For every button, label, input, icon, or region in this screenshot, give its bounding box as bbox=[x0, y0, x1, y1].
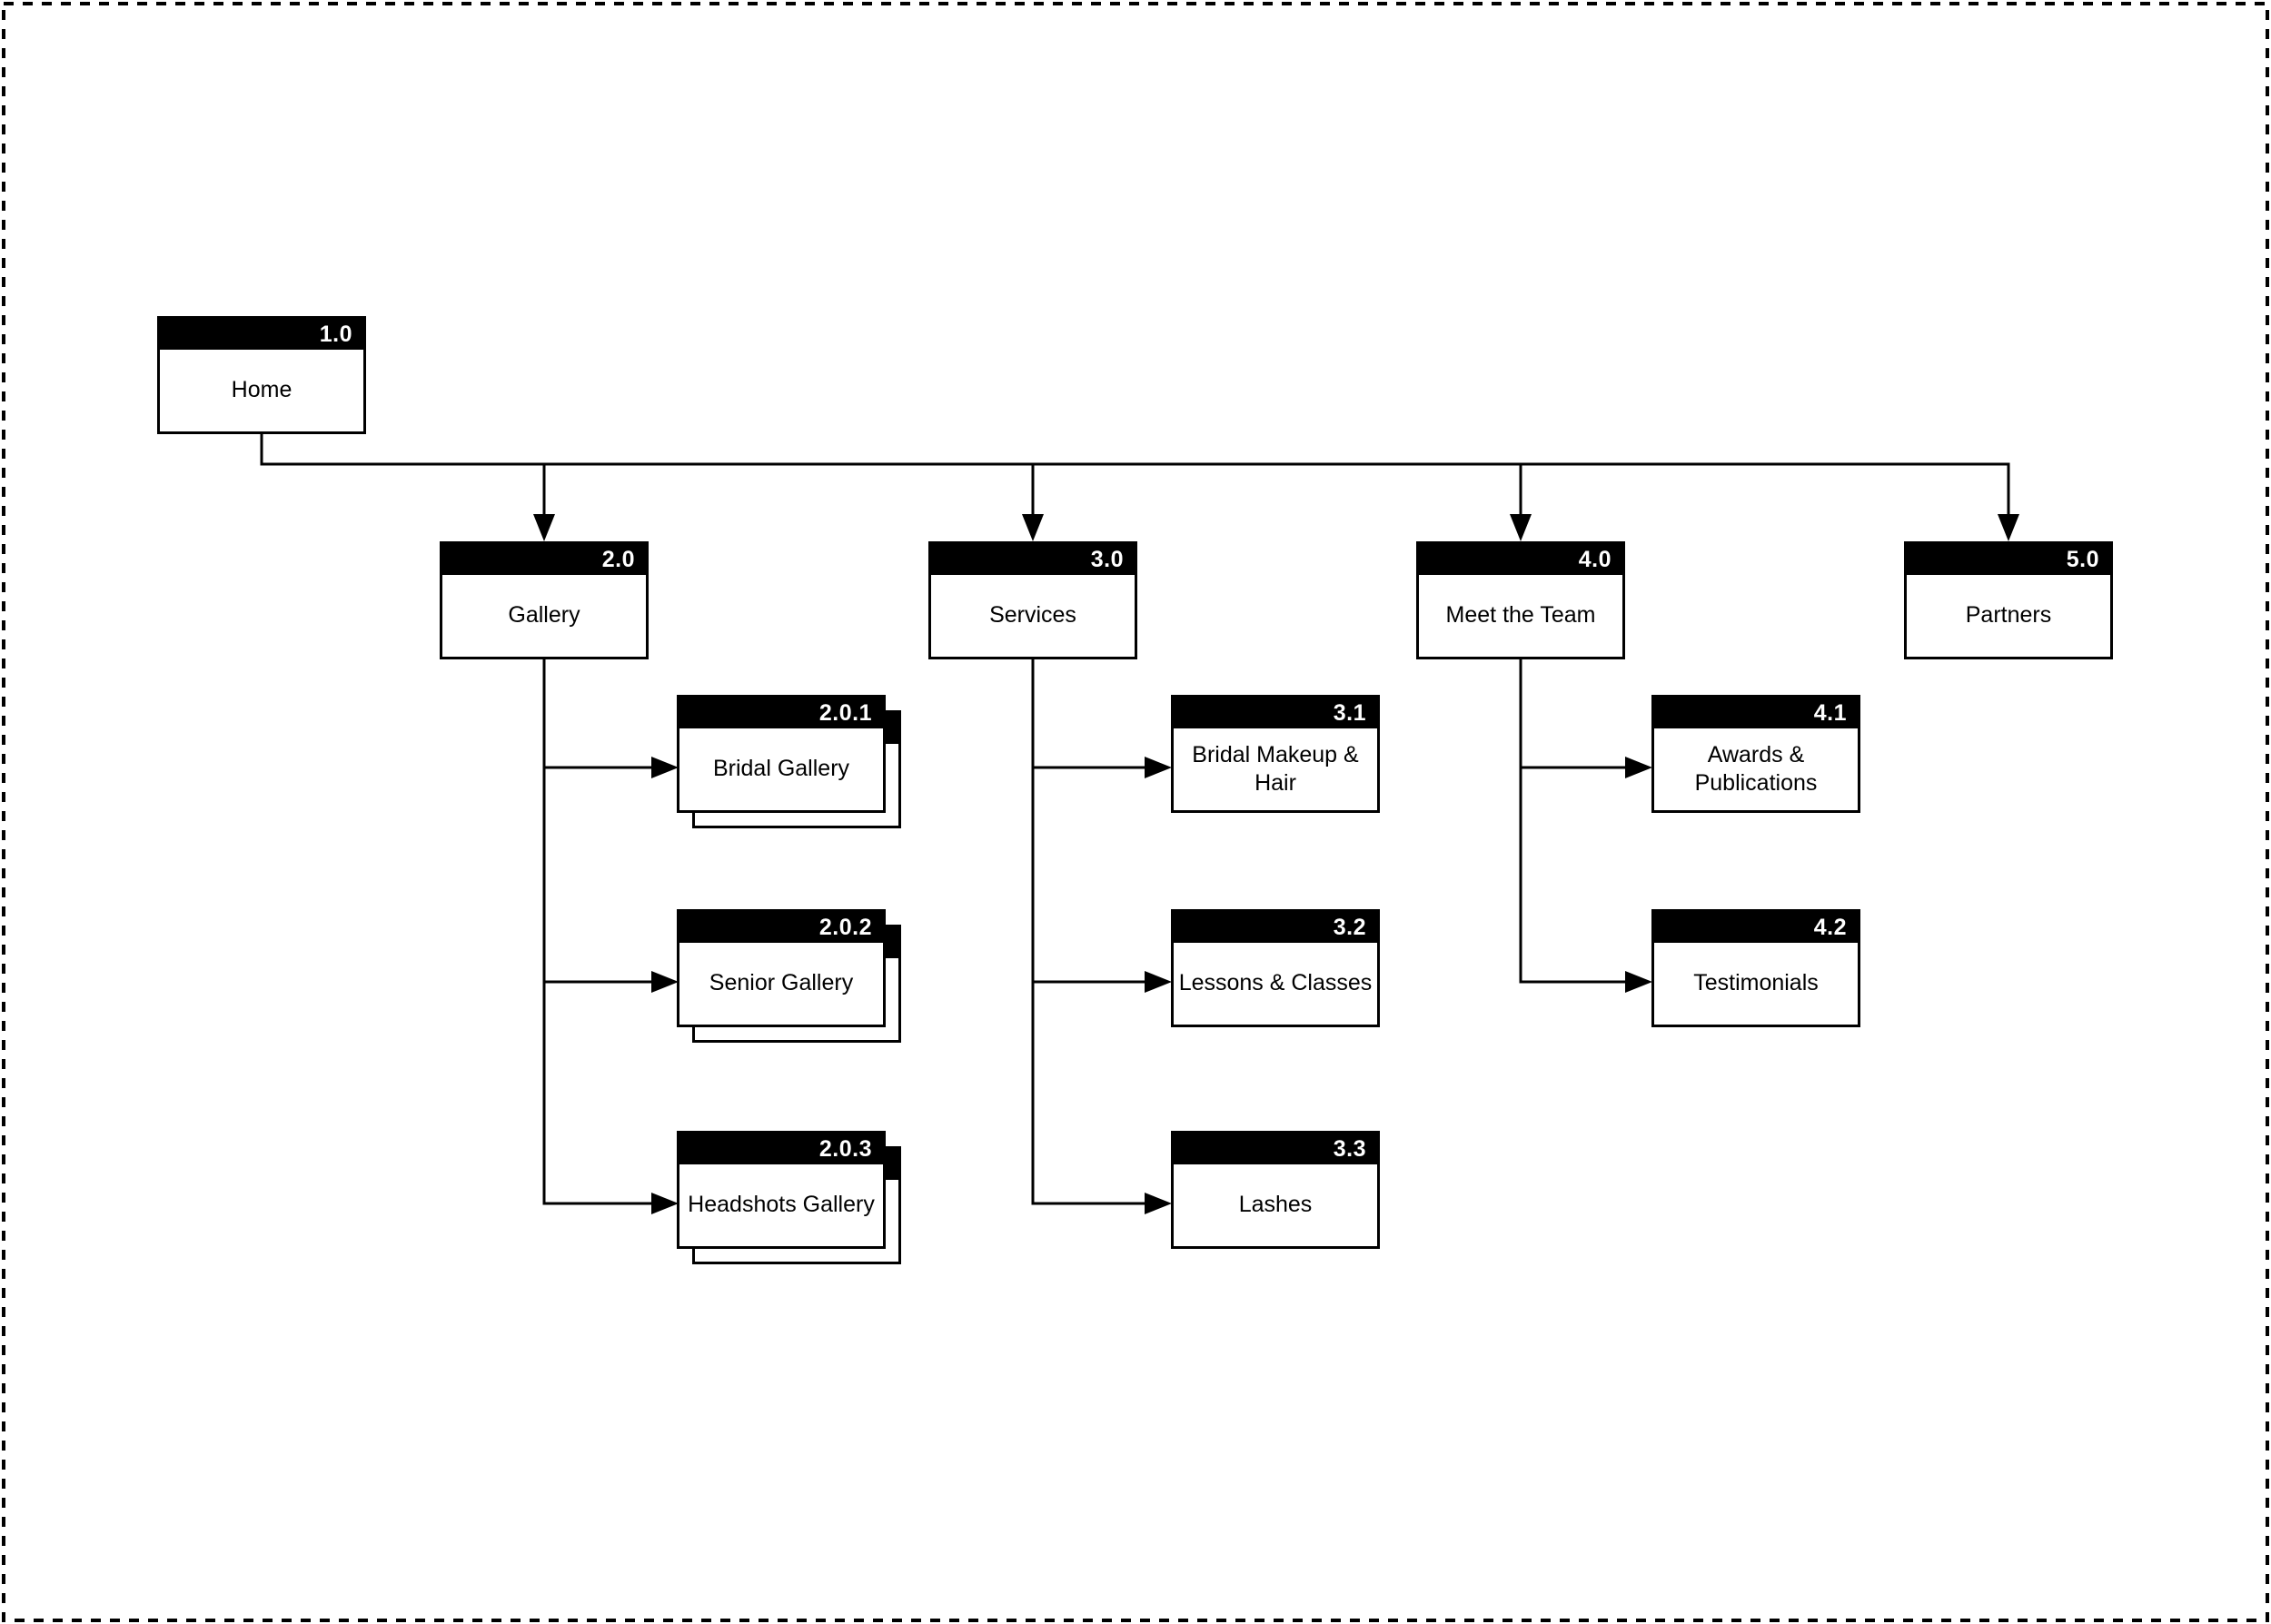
node-label: Meet the Team bbox=[1445, 602, 1596, 629]
sitemap-node-lessons-classes: 3.2 Lessons & Classes bbox=[1171, 909, 1380, 1027]
arrowhead-down-icon bbox=[533, 514, 555, 541]
node-label: Lessons & Classes bbox=[1178, 970, 1373, 996]
node-header: 2.0.1 bbox=[679, 698, 883, 728]
node-label: Awards & Publications bbox=[1694, 741, 1818, 796]
sitemap-node-testimonials: 4.2 Testimonials bbox=[1651, 909, 1860, 1027]
node-header: 5.0 bbox=[1907, 544, 2110, 575]
node-number: 3.1 bbox=[1333, 699, 1366, 726]
node-header: 3.1 bbox=[1174, 698, 1377, 728]
node-number: 4.2 bbox=[1813, 914, 1847, 940]
node-number: 3.3 bbox=[1333, 1135, 1366, 1162]
node-header: 4.1 bbox=[1654, 698, 1858, 728]
node-header: 2.0 bbox=[442, 544, 646, 575]
arrowhead-down-icon bbox=[1510, 514, 1532, 541]
arrowhead-right-icon bbox=[1145, 971, 1172, 993]
node-number: 4.1 bbox=[1813, 699, 1847, 726]
node-number: 2.0.2 bbox=[818, 914, 872, 940]
arrowhead-down-icon bbox=[1998, 514, 2019, 541]
sitemap-node-meet-the-team: 4.0 Meet the Team bbox=[1416, 541, 1625, 659]
node-header: 2.0.2 bbox=[679, 912, 883, 943]
node-header: 3.0 bbox=[931, 544, 1135, 575]
sitemap-node-awards-publications: 4.1 Awards & Publications bbox=[1651, 695, 1860, 813]
arrowhead-right-icon bbox=[1625, 757, 1652, 778]
node-header: 4.0 bbox=[1419, 544, 1622, 575]
node-label: Home bbox=[231, 377, 293, 403]
node-header: 1.0 bbox=[160, 319, 363, 350]
arrowhead-right-icon bbox=[651, 971, 679, 993]
node-number: 5.0 bbox=[2066, 546, 2099, 572]
node-number: 3.2 bbox=[1333, 914, 1366, 940]
node-label: Testimonials bbox=[1693, 970, 1819, 996]
node-number: 2.0.1 bbox=[818, 699, 872, 726]
node-number: 4.0 bbox=[1578, 546, 1612, 572]
node-label: Bridal Makeup & Hair bbox=[1192, 741, 1359, 796]
arrowhead-right-icon bbox=[1145, 757, 1172, 778]
node-label: Bridal Gallery bbox=[712, 756, 850, 782]
sitemap-node-headshots-gallery: 2.0.3 Headshots Gallery bbox=[677, 1131, 886, 1249]
sitemap-node-bridal-gallery: 2.0.1 Bridal Gallery bbox=[677, 695, 886, 813]
node-number: 2.0.3 bbox=[818, 1135, 872, 1162]
node-label: Headshots Gallery bbox=[688, 1192, 875, 1218]
sitemap-node-home: 1.0 Home bbox=[157, 316, 366, 434]
node-header: 4.2 bbox=[1654, 912, 1858, 943]
node-label: Gallery bbox=[508, 602, 580, 629]
node-label: Partners bbox=[1965, 602, 2052, 629]
node-number: 2.0 bbox=[601, 546, 635, 572]
sitemap-node-services: 3.0 Services bbox=[928, 541, 1137, 659]
arrowhead-right-icon bbox=[651, 757, 679, 778]
node-header: 3.3 bbox=[1174, 1134, 1377, 1164]
node-header: 2.0.3 bbox=[679, 1134, 883, 1164]
node-label: Senior Gallery bbox=[709, 970, 854, 996]
arrowhead-right-icon bbox=[1625, 971, 1652, 993]
node-number: 3.0 bbox=[1090, 546, 1124, 572]
sitemap-node-partners: 5.0 Partners bbox=[1904, 541, 2113, 659]
sitemap-node-lashes: 3.3 Lashes bbox=[1171, 1131, 1380, 1249]
arrowhead-down-icon bbox=[1022, 514, 1044, 541]
node-number: 1.0 bbox=[319, 321, 352, 347]
node-label: Services bbox=[989, 602, 1076, 629]
arrowhead-right-icon bbox=[1145, 1193, 1172, 1214]
node-header: 3.2 bbox=[1174, 912, 1377, 943]
sitemap-node-bridal-makeup-hair: 3.1 Bridal Makeup & Hair bbox=[1171, 695, 1380, 813]
sitemap-node-gallery: 2.0 Gallery bbox=[440, 541, 649, 659]
node-label: Lashes bbox=[1238, 1192, 1313, 1218]
arrowhead-right-icon bbox=[651, 1193, 679, 1214]
sitemap-node-senior-gallery: 2.0.2 Senior Gallery bbox=[677, 909, 886, 1027]
